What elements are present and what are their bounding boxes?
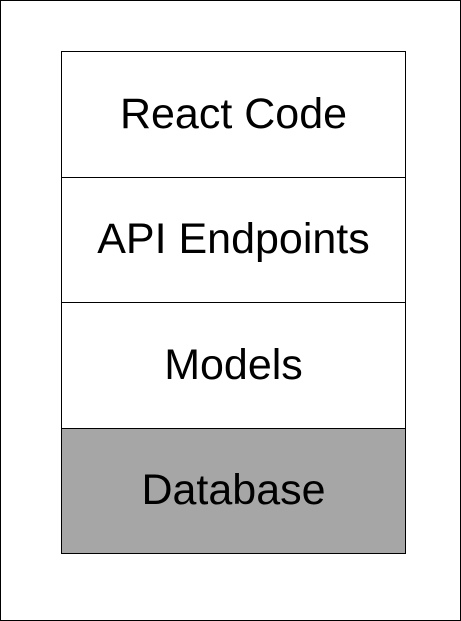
layer-models-label: Models [164,340,303,389]
layer-stack: React Code API Endpoints Models Database [61,51,406,556]
layer-react-code: React Code [61,51,406,178]
layer-react-code-label: React Code [119,89,348,138]
layer-database-label: Database [141,466,326,515]
layer-api-endpoints: API Endpoints [61,176,406,303]
layer-database: Database [61,427,406,554]
layer-api-endpoints-label: API Endpoints [97,215,370,264]
layer-models: Models [61,302,406,429]
